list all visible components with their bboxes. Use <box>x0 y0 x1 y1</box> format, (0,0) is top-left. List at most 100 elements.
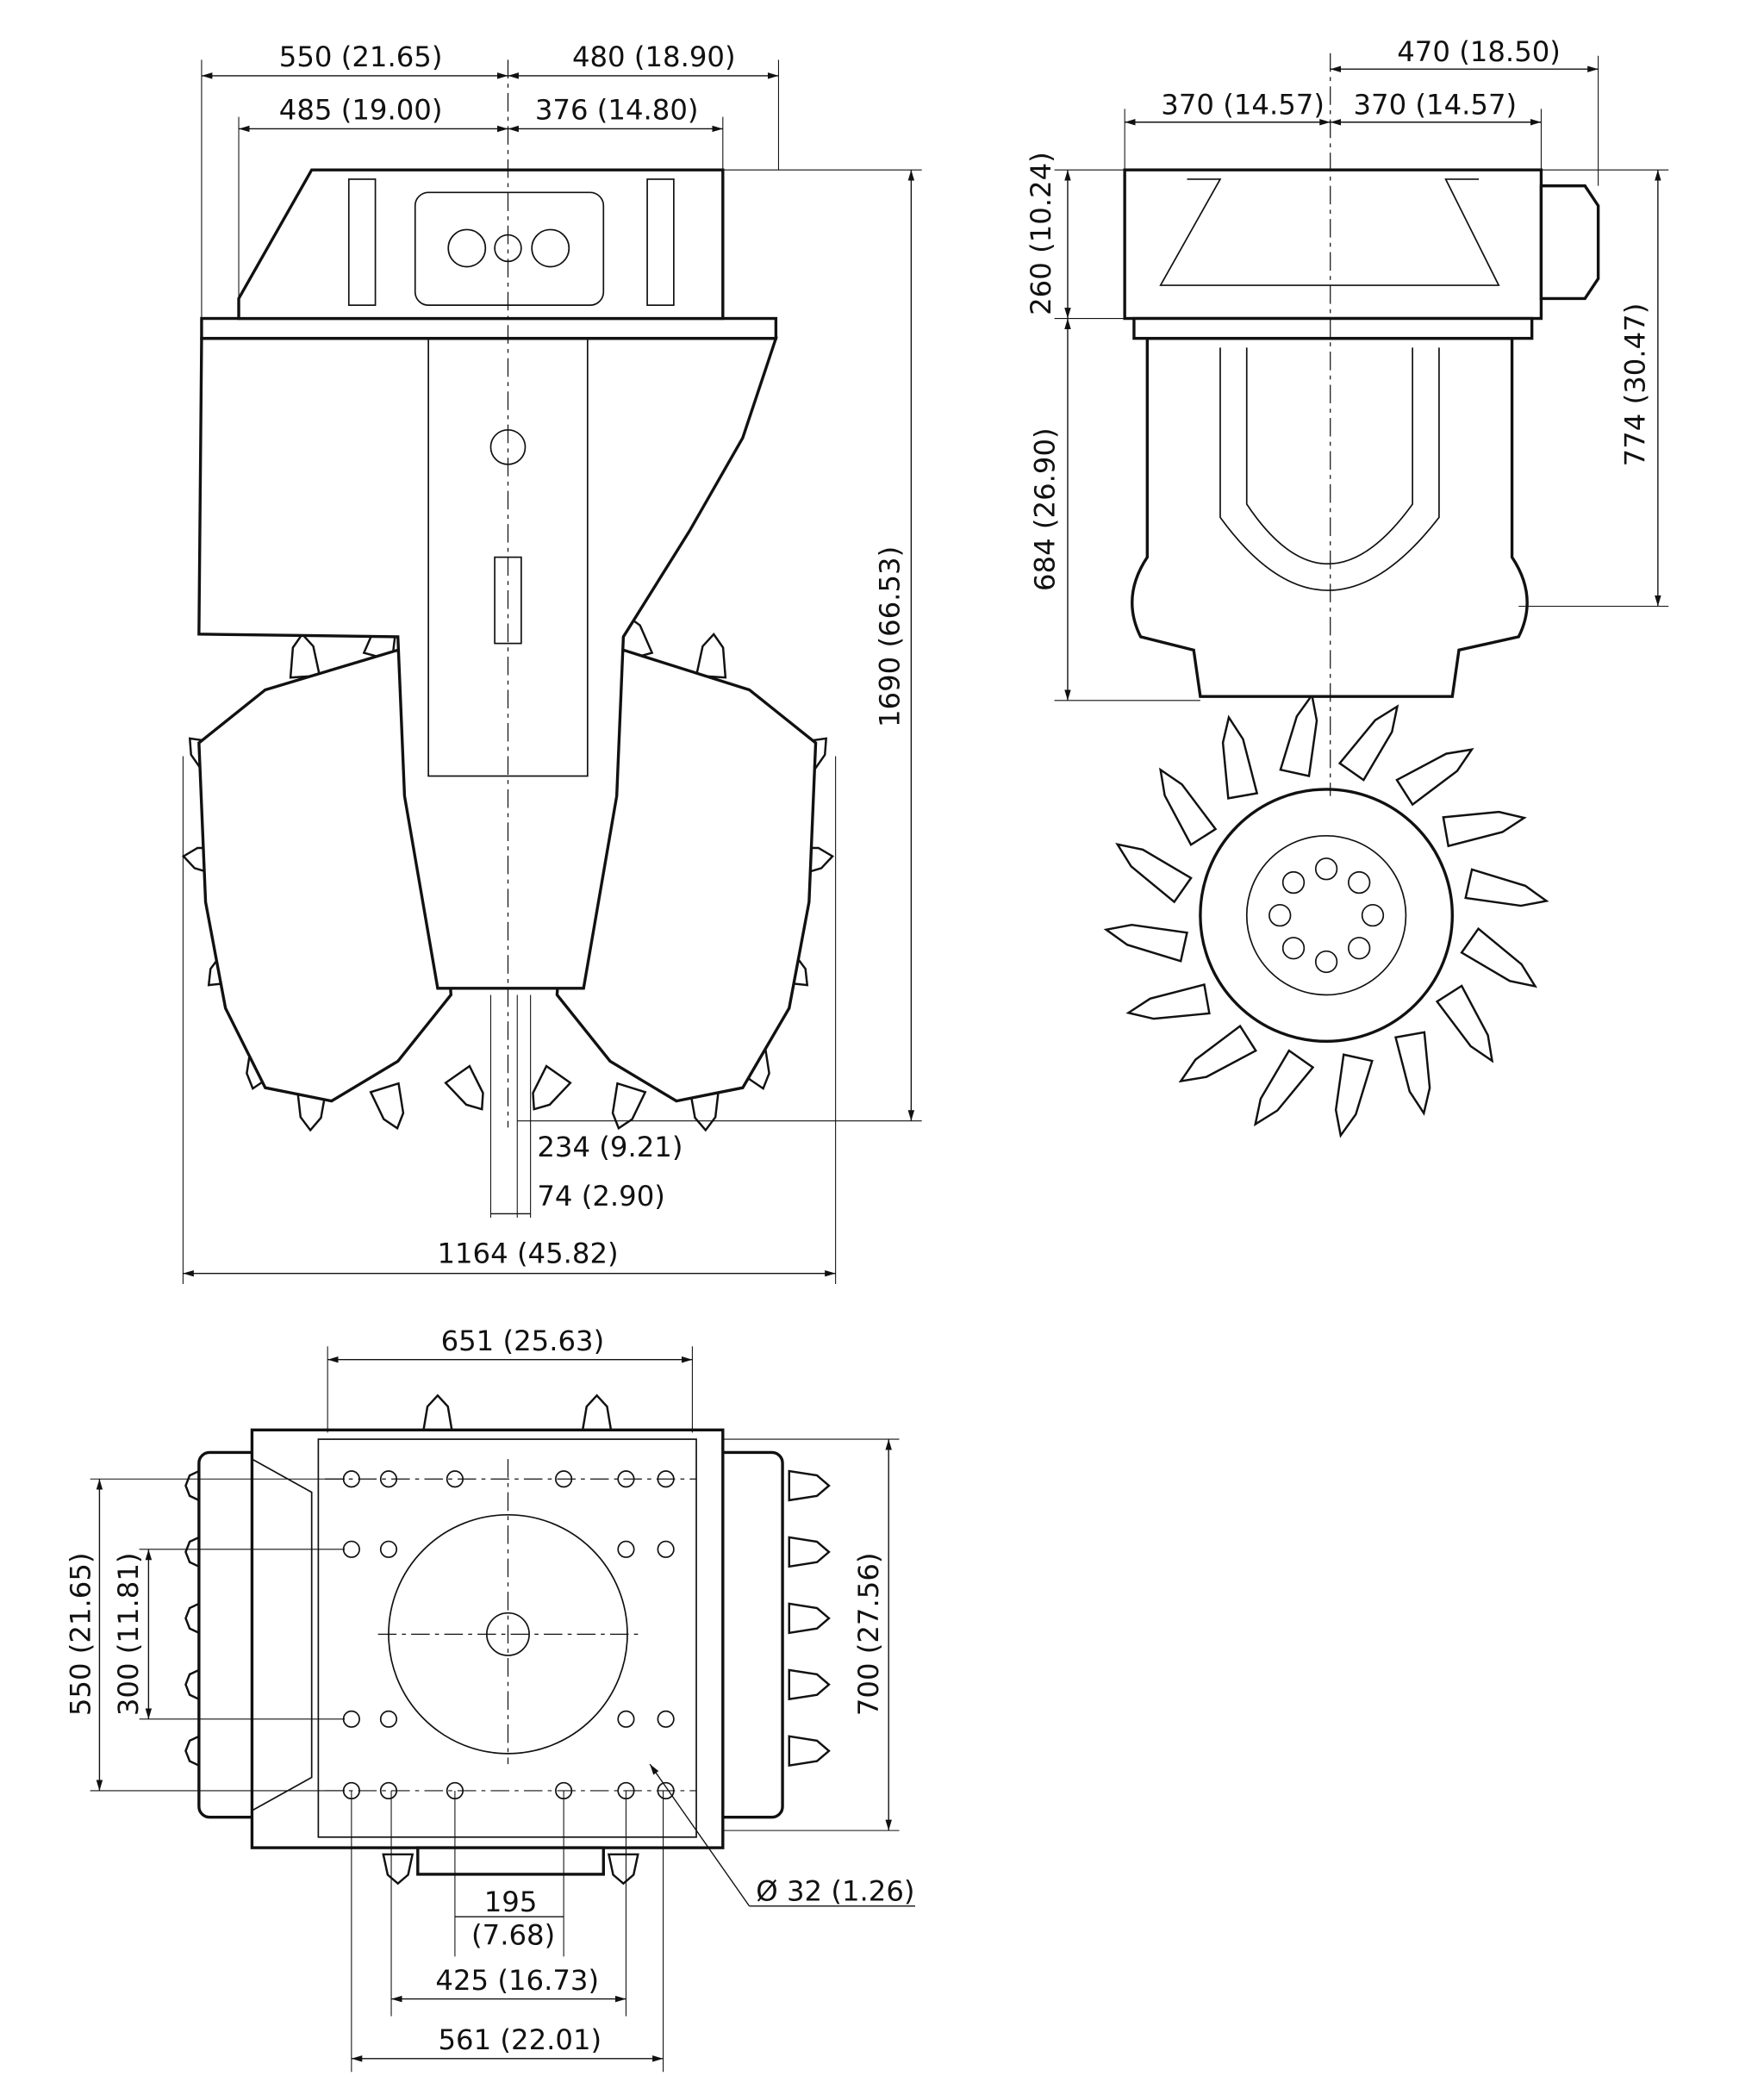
front-port <box>447 228 487 268</box>
dim-front-center-offset: 234 (9.21) <box>537 1131 683 1163</box>
dim-front-gap: 74 (2.90) <box>537 1180 665 1213</box>
cutter-tooth <box>788 1602 831 1635</box>
dim-front-width-right: 480 (18.90) <box>572 41 736 73</box>
front-dimensions: 550 (21.65) 480 (18.90) 485 (19.00) 376 … <box>182 41 922 1285</box>
cutter-tooth <box>1395 748 1474 807</box>
dim-bottom-plate-height: 700 (27.56) <box>852 1552 885 1716</box>
dim-bottom-hole-span-x: 651 (25.63) <box>441 1325 605 1357</box>
side-u-frame-inner <box>1245 347 1413 565</box>
cutter-tooth <box>421 1393 454 1434</box>
bottom-dimensions: 651 (25.63) 550 (21.65) 300 (11.81) 700 … <box>65 1325 915 2073</box>
cutter-tooth <box>532 1064 572 1111</box>
front-port <box>531 228 570 268</box>
cutter-tooth <box>369 1082 405 1131</box>
cutter-tooth <box>184 1469 201 1502</box>
dim-side-body-height: 684 (26.90) <box>1029 427 1062 591</box>
side-hub-bolts <box>1268 857 1385 974</box>
bottom-tab <box>416 1846 605 1876</box>
front-drum-left <box>197 648 453 1103</box>
hub-bolt <box>1314 950 1338 974</box>
dim-bottom-outer-span: 561 (22.01) <box>438 2023 602 2056</box>
cutter-tooth <box>184 1536 201 1568</box>
cutter-tooth <box>184 1668 201 1701</box>
cutter-tooth <box>289 632 321 679</box>
side-flange <box>1132 316 1534 340</box>
cutter-tooth <box>382 1853 415 1886</box>
cutter-tooth <box>1394 1031 1431 1116</box>
bolt-hole <box>379 1540 398 1558</box>
dim-bottom-hole-span-y-inner: 300 (11.81) <box>112 1552 145 1716</box>
cutter-tooth <box>184 1601 201 1635</box>
front-head <box>237 168 725 321</box>
front-rib <box>347 178 377 306</box>
dim-side-upper-height: 774 (30.47) <box>1618 303 1651 467</box>
side-view <box>1103 53 1600 1138</box>
side-head-plate <box>1159 178 1500 286</box>
cutter-tooth <box>1337 704 1399 782</box>
bolt-hole <box>617 1540 635 1558</box>
cutter-tooth <box>1178 1024 1257 1083</box>
dim-front-mount-right: 376 (14.80) <box>535 94 699 127</box>
dim-side-head-height: 260 (10.24) <box>1025 152 1057 315</box>
cutter-tooth <box>1460 926 1538 988</box>
cutter-tooth <box>1435 984 1494 1063</box>
cutter-tooth <box>611 1082 647 1131</box>
front-drum-right <box>555 648 818 1103</box>
hub-bolt <box>1268 903 1292 927</box>
front-view <box>181 59 835 1132</box>
cutter-tooth <box>607 1853 639 1886</box>
dim-bottom-mid-span: 425 (16.73) <box>435 1964 599 1997</box>
dim-bottom-hole-span-y-outer: 550 (21.65) <box>65 1552 97 1716</box>
side-u-frame <box>1219 347 1440 591</box>
cutter-tooth <box>788 1735 831 1767</box>
bottom-teeth <box>184 1393 831 1886</box>
hub-bolt <box>1314 857 1338 881</box>
cutter-tooth <box>1279 692 1318 778</box>
hub-bolt <box>1348 870 1371 895</box>
cutter-tooth <box>581 1393 613 1434</box>
hub-bolt <box>1281 870 1306 895</box>
cutter-tooth <box>1115 842 1193 904</box>
hub-bolt <box>1348 937 1371 960</box>
bottom-view <box>184 1393 831 1886</box>
dim-front-width-total: 1164 (45.82) <box>437 1237 618 1269</box>
dim-side-half-left: 370 (14.57) <box>1161 89 1325 122</box>
cutter-tooth <box>1221 714 1259 800</box>
bolt-hole <box>617 1710 635 1728</box>
side-hub <box>1245 834 1407 996</box>
bolt-hole <box>657 1710 675 1728</box>
cutter-tooth <box>1103 923 1188 963</box>
side-dimensions: 470 (18.50) 370 (14.57) 370 (14.57) 260 … <box>1025 35 1669 701</box>
cutter-tooth <box>788 1469 831 1502</box>
side-drum <box>1199 788 1455 1044</box>
cutter-tooth <box>788 1668 831 1701</box>
side-port-protrusion <box>1539 184 1600 301</box>
front-flange <box>200 316 778 340</box>
cutter-tooth <box>1253 1049 1315 1127</box>
cutter-tooth <box>184 1734 201 1767</box>
hub-bolt <box>1361 903 1385 927</box>
dim-front-width-left: 550 (21.65) <box>279 41 443 73</box>
cutter-tooth <box>444 1064 484 1111</box>
dim-side-width-right: 470 (18.50) <box>1397 35 1561 68</box>
cutter-tooth <box>1125 983 1211 1020</box>
cutter-tooth <box>1159 767 1218 847</box>
dim-bottom-inner-span-mm: 195 <box>484 1886 538 1918</box>
dim-side-half-right: 370 (14.57) <box>1353 89 1517 122</box>
side-body <box>1131 336 1529 698</box>
front-port-plate <box>414 191 605 306</box>
front-body <box>197 336 778 990</box>
bottom-plate-inner <box>317 1438 697 1838</box>
bolt-hole <box>657 1540 675 1558</box>
dim-bottom-hole-diameter: Ø 32 (1.26) <box>756 1875 914 1908</box>
cutter-tooth <box>695 632 727 679</box>
cutter-tooth <box>1334 1053 1374 1138</box>
cutter-tooth <box>1464 868 1549 907</box>
dim-bottom-inner-span-in: (7.68) <box>471 1918 555 1951</box>
cutter-tooth <box>1442 810 1527 848</box>
hub-bolt <box>1281 937 1306 960</box>
dim-front-height-total: 1690 (66.53) <box>874 546 907 727</box>
side-teeth <box>1103 692 1549 1138</box>
side-head <box>1123 168 1543 321</box>
